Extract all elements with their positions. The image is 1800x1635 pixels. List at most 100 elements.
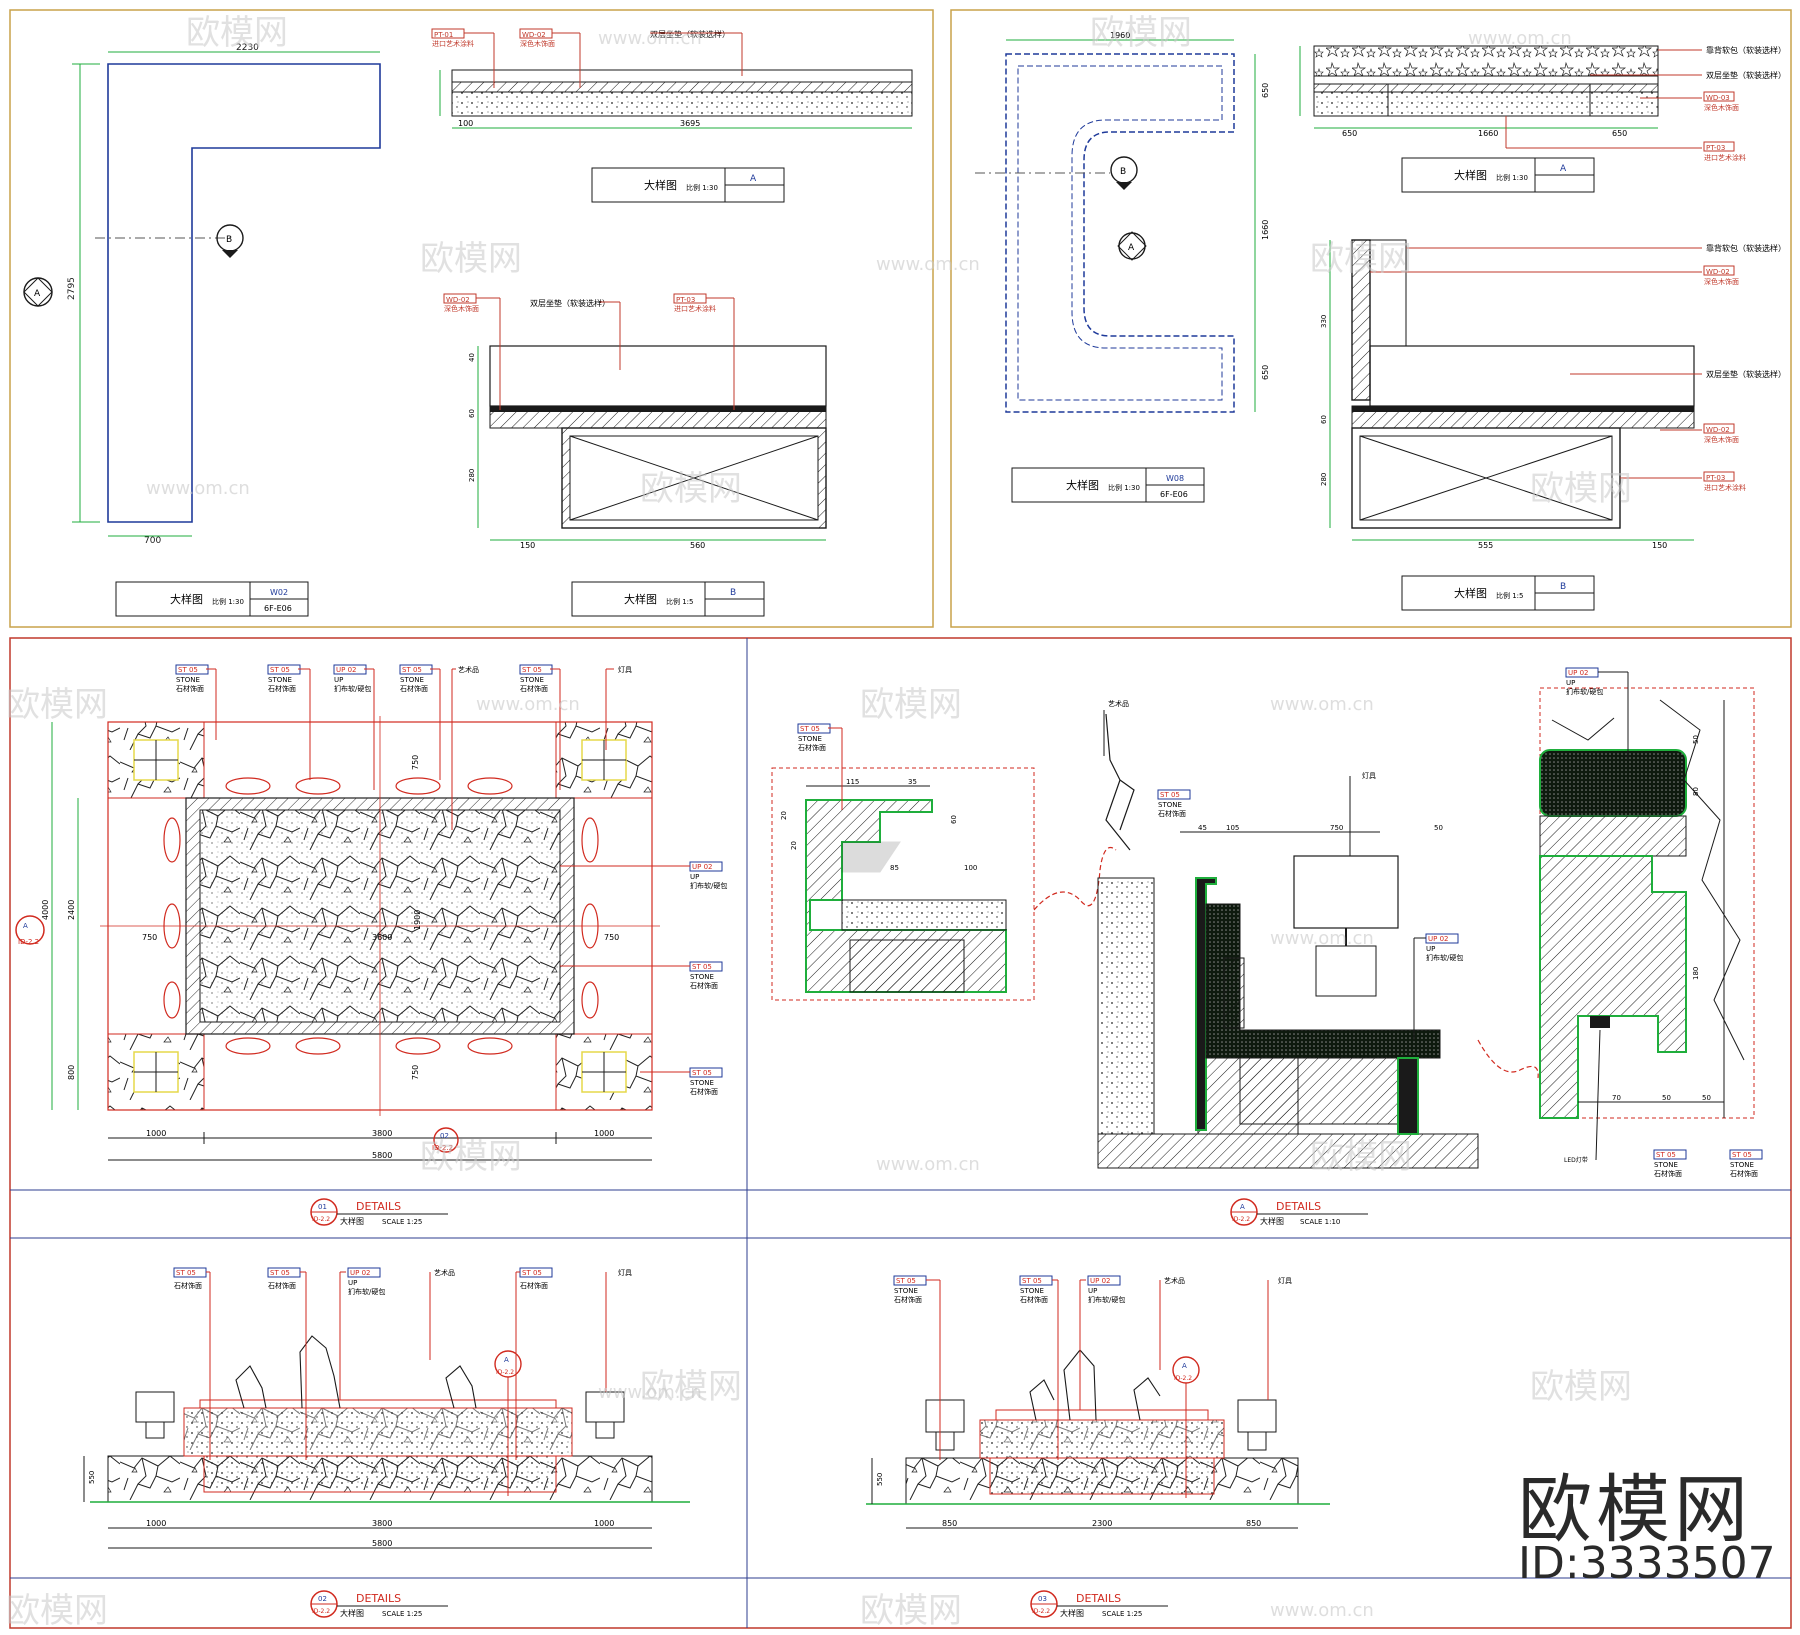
dim-side-right: 750 [604,933,619,942]
dim-v3: 280 [1320,473,1328,486]
title-sheet: 6F-E06 [264,604,292,613]
svg-text:大样图: 大样图 [340,1216,364,1226]
dim-height-left: 2795 [67,277,77,300]
svg-text:欧模网: 欧模网 [640,1367,742,1407]
svg-text:石材饰面: 石材饰面 [400,684,428,693]
callout-stone-cn-r1: 石材饰面 [1654,1169,1682,1178]
svg-text:www.om.cn: www.om.cn [476,694,580,715]
svg-text:灯具: 灯具 [618,665,632,674]
dim-d1: 115 [846,778,859,786]
callout-st05-r1: ST 05 [1656,1151,1676,1159]
dim-elev3-right: 850 [1246,1519,1261,1528]
callout-st05-r2: ST 05 [1732,1151,1752,1159]
svg-text:ST 05: ST 05 [402,666,422,674]
svg-text:欧模网: 欧模网 [186,13,288,53]
dim-left: 1000 [146,1129,166,1138]
label-pt03b: PT-03 [1706,474,1725,482]
svg-text:SCALE 1:25: SCALE 1:25 [1102,1610,1142,1618]
callout-up-right: UP [1566,679,1575,687]
dim-elev-right: 1000 [594,1519,614,1528]
svg-text:大样图: 大样图 [1260,1216,1284,1226]
dim-d3: 20 [780,811,788,820]
callout-pt03-text: 进口艺术涂料 [674,304,716,313]
plan-01-stone-bench: 750 750 3600 1900 750 750 4000 2400 800 … [15,716,660,1161]
svg-text:艺术品: 艺术品 [1164,1276,1185,1285]
bench-elevation-top-right: 650 1660 650 靠背软包（软装选样） 双层坐垫（软装选样） WD-03… [1299,45,1786,162]
elevation-02: 550 1000 3800 1000 5800 A ID-2.2 [83,1335,690,1549]
label-wd03: WD-03 [1706,94,1730,102]
label-wd02-text: 深色木饰面 [1704,277,1739,286]
svg-text:欧模网: 欧模网 [1090,13,1192,53]
dim-elev-h: 550 [88,1471,96,1484]
svg-text:STONE: STONE [690,1079,714,1087]
dim-elev-total: 5800 [372,1539,392,1548]
svg-text:欧模网: 欧模网 [860,685,962,725]
callout-wd02b-text: 深色木饰面 [444,304,479,313]
u-shaped-bench-plan: 650 1660 650 1960 B A [975,31,1270,413]
svg-text:STONE: STONE [176,676,200,684]
sec-marker-sheet: ID-2.2 [432,1144,453,1152]
svg-text:www.om.cn: www.om.cn [598,1382,702,1403]
title-name: 大样图 [1454,586,1487,600]
svg-text:欧模网: 欧模网 [1310,1137,1412,1177]
svg-text:03: 03 [1038,1595,1047,1603]
svg-text:UP: UP [348,1279,357,1287]
bench-elevation-top: 100 3695 PT-01 进口艺术涂料 WD-02 深色木饰面 双层坐垫（软… [431,28,913,129]
watermark-url-layer: www.om.cn www.om.cn www.om.cn www.om.cn … [146,28,1572,1621]
callout-seat-2: 双层坐垫（软装选样） [530,298,610,308]
dim-h3: 280 [468,469,476,482]
svg-text:石材饰面: 石材饰面 [894,1295,922,1304]
svg-text:石材饰面: 石材饰面 [176,684,204,693]
dim-h-c: 650 [1261,365,1270,380]
title-name: 大样图 [644,178,677,192]
l-shaped-bench-plan: 2795 2230 700 B A [23,43,381,546]
svg-text:大样图: 大样图 [340,1608,364,1618]
svg-text:www.om.cn: www.om.cn [146,478,250,499]
callout-seat: 双层坐垫（软装选样） [650,29,730,39]
dim-inner-h: 1900 [413,910,422,930]
detail-tag-03: 03 ID-2.2 DETAILS 大样图 SCALE 1:25 [1030,1590,1168,1618]
title-scale: 比例 1:5 [1496,591,1524,600]
dim-d4: 20 [790,841,798,850]
detail-tag-a: A ID-2.2 DETAILS 大样图 SCALE 1:10 [1230,1198,1368,1226]
dim-bench-a: 650 [1342,129,1357,138]
dim-d10: 750 [1330,824,1343,832]
dim-sec-a: 555 [1478,541,1493,550]
svg-text:欧模网: 欧模网 [1310,239,1412,279]
dim-bench-start: 100 [458,119,473,128]
svg-text:欧模网: 欧模网 [1530,469,1632,509]
svg-text:欧模网: 欧模网 [640,469,742,509]
dim-elev3-h: 550 [876,1473,884,1486]
callout-stone-r2: STONE [1730,1161,1754,1169]
label-pt03: PT-03 [1706,144,1725,152]
svg-text:ST 05: ST 05 [522,1269,542,1277]
title-scale: 比例 1:30 [212,597,244,606]
svg-text:www.om.cn: www.om.cn [876,1154,980,1175]
callout-up02-center: UP 02 [1428,935,1448,943]
svg-text:ST 05: ST 05 [692,1069,712,1077]
label-seat-2: 双层坐垫（软装选样） [1706,369,1786,379]
title-name: 大样图 [170,592,203,606]
dim-d11: 50 [1434,824,1443,832]
svg-text:石材饰面: 石材饰面 [520,1281,548,1290]
svg-text:灯具: 灯具 [1278,1276,1292,1285]
svg-text:SCALE 1:10: SCALE 1:10 [1300,1218,1340,1226]
detail-tag-01: 01 ID-2.2 DETAILS 大样图 SCALE 1:25 [310,1198,448,1226]
svg-text:ID-2.2: ID-2.2 [1232,1216,1250,1223]
callout-stone-center: STONE [1158,801,1182,809]
callout-up-cn-center: 扪布软/硬包 [1426,953,1463,962]
svg-text:01: 01 [318,1203,327,1211]
bench-section-top-right: 555 150 330 60 280 靠背软包（软装选样） WD-02 深色木饰… [1320,239,1786,550]
title-code: B [1560,582,1566,592]
svg-text:石材饰面: 石材饰面 [268,1281,296,1290]
dim-elev-mid: 3800 [372,1519,392,1528]
svg-text:扪布软/硬包: 扪布软/硬包 [690,881,727,890]
svg-text:扪布软/硬包: 扪布软/硬包 [1088,1295,1125,1304]
label-wd02: WD-02 [1706,268,1730,276]
title-name: 大样图 [1454,168,1487,182]
svg-text:ST 05: ST 05 [176,1269,196,1277]
dim-h-total: 4000 [41,900,50,920]
dim-d15: 50 [1692,735,1700,744]
callout-pt01: PT-01 [434,31,453,39]
